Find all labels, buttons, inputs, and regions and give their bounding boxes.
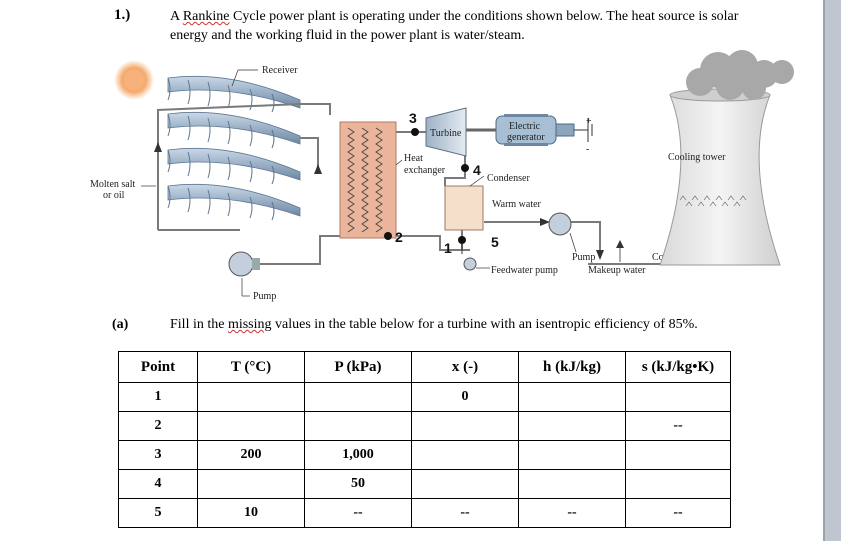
- cooling-tower-label: Cooling tower: [668, 152, 726, 163]
- table-row: 4 50: [118, 469, 731, 499]
- condenser: [444, 185, 484, 231]
- cell-entropy[interactable]: [625, 469, 731, 499]
- svg-text:1: 1: [444, 240, 452, 256]
- header-pressure: P (kPa): [304, 351, 412, 383]
- receiver-label: Receiver: [262, 65, 298, 76]
- table-row: 1 0: [118, 382, 731, 412]
- svg-text:4: 4: [473, 162, 481, 178]
- state-point-2: 2: [384, 229, 403, 245]
- cell-entropy[interactable]: --: [625, 498, 731, 528]
- svg-text:3: 3: [409, 110, 417, 126]
- cell-quality[interactable]: [411, 469, 519, 499]
- header-point: Point: [118, 351, 198, 383]
- heat-exchanger-label: Heat: [404, 153, 423, 164]
- cell-temperature[interactable]: [197, 411, 305, 441]
- question-number: 1.): [114, 7, 131, 23]
- warm-water-label: Warm water: [492, 199, 542, 210]
- cell-entropy[interactable]: [625, 382, 731, 412]
- feedwater-pump: [463, 257, 477, 271]
- pump-left-label: Pump: [253, 291, 276, 302]
- state-point-3: 3: [409, 110, 419, 136]
- terminal-minus: -: [586, 144, 589, 155]
- part-a-label: (a): [112, 317, 129, 332]
- molten-salt-label-2: or oil: [103, 190, 125, 201]
- question-text-end: Cycle power plant is operating under the…: [170, 9, 739, 43]
- question-text-spellmark: Rankine: [182, 9, 230, 24]
- right-pump: [548, 212, 572, 236]
- cell-pressure[interactable]: 50: [304, 469, 412, 499]
- question-text-start: A: [170, 9, 183, 24]
- cell-enthalpy[interactable]: [518, 469, 626, 499]
- salt-loop-pipes: [157, 103, 340, 265]
- cell-temperature[interactable]: 10: [197, 498, 305, 528]
- cell-point: 3: [118, 440, 198, 470]
- cell-quality[interactable]: [411, 440, 519, 470]
- part-a-text-start: Fill in the: [170, 317, 228, 332]
- cell-enthalpy[interactable]: --: [518, 498, 626, 528]
- cell-entropy[interactable]: [625, 440, 731, 470]
- cell-quality[interactable]: --: [411, 498, 519, 528]
- cell-pressure[interactable]: [304, 411, 412, 441]
- left-pump: [228, 251, 260, 277]
- steam-cloud-icon: [686, 50, 794, 100]
- sun-icon: [114, 60, 154, 100]
- condenser-label: Condenser: [487, 173, 530, 184]
- pump-right-label: Pump: [572, 252, 595, 263]
- rankine-cycle-diagram: Receiver Molten salt or oil Pump Heat ex…: [90, 50, 794, 302]
- cell-point: 5: [118, 498, 198, 528]
- header-enthalpy: h (kJ/kg): [518, 351, 626, 383]
- header-temperature: T (°C): [197, 351, 305, 383]
- table-row: 5 10 -- -- -- --: [118, 498, 731, 528]
- cell-pressure[interactable]: 1,000: [304, 440, 412, 470]
- molten-salt-label: Molten salt: [90, 179, 135, 190]
- cooling-tower: [659, 88, 781, 266]
- table-header-row: Point T (°C) P (kPa) x (-) h (kJ/kg) s (…: [118, 351, 731, 383]
- cell-temperature[interactable]: [197, 469, 305, 499]
- generator-label: Electric: [509, 121, 541, 132]
- steam-pipes: [396, 131, 730, 265]
- turbine: [425, 107, 467, 157]
- svg-text:2: 2: [395, 229, 403, 245]
- cell-quality[interactable]: 0: [411, 382, 519, 412]
- terminal-plus: +: [586, 116, 592, 127]
- cell-pressure[interactable]: --: [304, 498, 412, 528]
- cell-enthalpy[interactable]: [518, 382, 626, 412]
- cell-point: 4: [118, 469, 198, 499]
- heat-exchanger-label-2: exchanger: [404, 165, 446, 176]
- table-row: 2 --: [118, 411, 731, 441]
- state-point-4: 4: [461, 162, 481, 178]
- electric-generator: [495, 114, 575, 146]
- turbine-label: Turbine: [430, 128, 462, 139]
- state-point-1: 1: [444, 236, 466, 256]
- cell-quality[interactable]: [411, 411, 519, 441]
- svg-text:5: 5: [491, 234, 499, 250]
- cell-enthalpy[interactable]: [518, 411, 626, 441]
- window-scrollbar[interactable]: [823, 0, 841, 541]
- cell-entropy[interactable]: --: [625, 411, 731, 441]
- cell-point: 2: [118, 411, 198, 441]
- generator-label-2: generator: [507, 132, 545, 143]
- heat-exchanger: [339, 121, 397, 239]
- feedwater-pump-label: Feedwater pump: [491, 265, 558, 276]
- cell-point: 1: [118, 382, 198, 412]
- cell-enthalpy[interactable]: [518, 440, 626, 470]
- question-text: A Rankine Cycle power plant is operating…: [170, 7, 770, 45]
- header-quality: x (-): [411, 351, 519, 383]
- state-properties-table: Point T (°C) P (kPa) x (-) h (kJ/kg) s (…: [118, 351, 731, 528]
- state-point-5: 5: [491, 234, 499, 250]
- part-a-instructions: Fill in the missing values in the table …: [170, 316, 750, 334]
- part-a-text-spellmark: missing: [227, 317, 272, 332]
- cell-temperature[interactable]: 200: [197, 440, 305, 470]
- header-entropy: s (kJ/kg•K): [625, 351, 731, 383]
- table-row: 3 200 1,000: [118, 440, 731, 470]
- makeup-water-label: Makeup water: [588, 265, 646, 276]
- cell-temperature[interactable]: [197, 382, 305, 412]
- cell-pressure[interactable]: [304, 382, 412, 412]
- part-a-text-end: values in the table below for a turbine …: [271, 317, 698, 332]
- solar-collectors: [167, 75, 301, 221]
